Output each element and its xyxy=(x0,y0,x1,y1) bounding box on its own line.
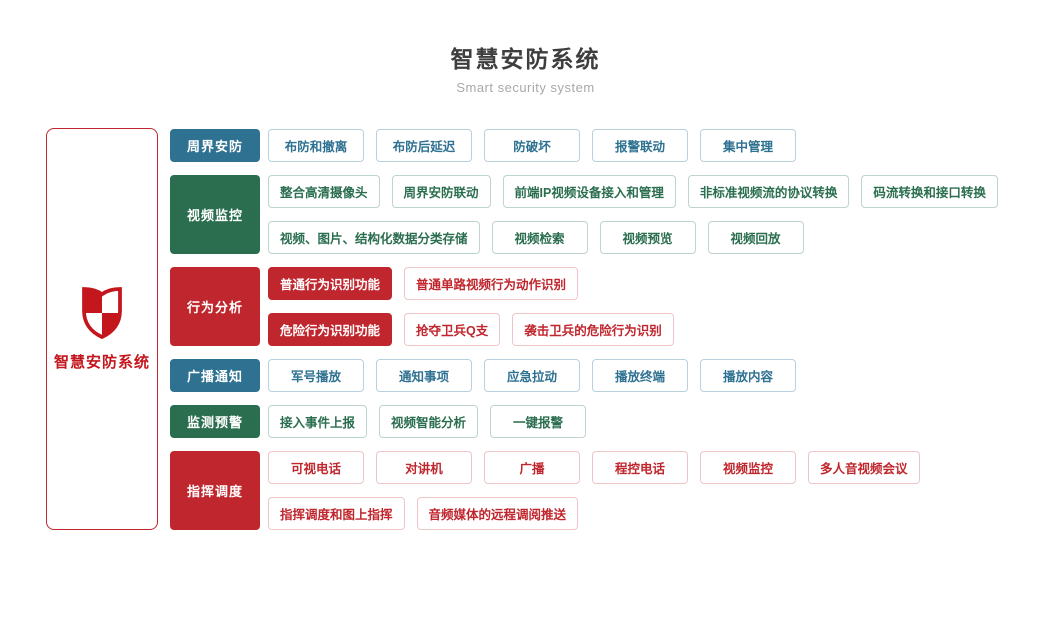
feature-node: 音频媒体的远程调阅推送 xyxy=(416,497,579,530)
feature-node: 视频监控 xyxy=(700,451,796,484)
page-header: 智慧安防系统 Smart security system xyxy=(0,46,1051,95)
system-root-card: 智慧安防系统 xyxy=(46,128,158,530)
feature-node: 视频、图片、结构化数据分类存储 xyxy=(268,221,480,254)
feature-node: 布防和撤离 xyxy=(268,129,364,162)
feature-node: 视频预览 xyxy=(599,221,696,254)
feature-node: 袭击卫兵的危险行为识别 xyxy=(512,313,674,346)
feature-node: 码流转换和接口转换 xyxy=(861,175,998,208)
feature-node: 接入事件上报 xyxy=(268,405,368,438)
feature-node: 视频回放 xyxy=(707,221,804,254)
feature-node: 抢夺卫兵Q支 xyxy=(404,313,501,346)
feature-node: 报警联动 xyxy=(592,129,688,162)
system-root-label: 智慧安防系统 xyxy=(53,354,150,371)
category-row-video-surveillance: 视频监控 整合高清摄像头 周界安防联动 前端IP视频设备接入和管理 非标准视频流… xyxy=(170,175,998,254)
feature-node: 集中管理 xyxy=(700,129,796,162)
feature-node: 非标准视频流的协议转换 xyxy=(687,175,850,208)
feature-node: 防破坏 xyxy=(484,129,580,162)
feature-node: 指挥调度和图上指挥 xyxy=(268,497,405,530)
category-label-monitor-warning: 监测预警 xyxy=(170,405,260,438)
feature-node-solid: 危险行为识别功能 xyxy=(268,313,393,346)
feature-node: 一键报警 xyxy=(490,405,587,438)
feature-node: 应急拉动 xyxy=(484,359,580,392)
feature-node: 多人音视频会议 xyxy=(808,451,920,484)
feature-node: 视频智能分析 xyxy=(379,405,479,438)
feature-node: 视频检索 xyxy=(491,221,588,254)
page-title: 智慧安防系统 xyxy=(450,46,601,72)
feature-node: 可视电话 xyxy=(268,451,364,484)
feature-node: 通知事项 xyxy=(376,359,472,392)
feature-node-solid: 普通行为识别功能 xyxy=(268,267,393,300)
category-row-perimeter-security: 周界安防 布防和撤离 布防后延迟 防破坏 报警联动 集中管理 xyxy=(170,129,998,162)
feature-node: 普通单路视频行为动作识别 xyxy=(404,267,579,300)
category-label-broadcast-notice: 广播通知 xyxy=(170,359,260,392)
feature-node: 播放内容 xyxy=(700,359,796,392)
feature-node: 广播 xyxy=(484,451,580,484)
category-label-perimeter-security: 周界安防 xyxy=(170,129,260,162)
category-rows: 周界安防 布防和撤离 布防后延迟 防破坏 报警联动 集中管理 视频监控 整合高清… xyxy=(170,129,998,530)
page-subtitle: Smart security system xyxy=(456,80,595,95)
feature-node: 整合高清摄像头 xyxy=(268,175,380,208)
feature-node: 播放终端 xyxy=(592,359,688,392)
category-row-monitor-warning: 监测预警 接入事件上报 视频智能分析 一键报警 xyxy=(170,405,998,438)
feature-node: 军号播放 xyxy=(268,359,364,392)
category-label-video-surveillance: 视频监控 xyxy=(170,175,260,254)
feature-node: 程控电话 xyxy=(592,451,688,484)
category-label-behavior-analysis: 行为分析 xyxy=(170,267,260,346)
category-label-command-dispatch: 指挥调度 xyxy=(170,451,260,530)
shield-checkered-icon xyxy=(82,287,122,340)
feature-node: 周界安防联动 xyxy=(391,175,491,208)
category-row-broadcast-notice: 广播通知 军号播放 通知事项 应急拉动 播放终端 播放内容 xyxy=(170,359,998,392)
category-row-behavior-analysis: 行为分析 普通行为识别功能 普通单路视频行为动作识别 危险行为识别功能 抢夺卫兵… xyxy=(170,267,998,346)
feature-node: 前端IP视频设备接入和管理 xyxy=(502,175,676,208)
feature-node: 对讲机 xyxy=(376,451,472,484)
feature-node: 布防后延迟 xyxy=(376,129,472,162)
category-row-command-dispatch: 指挥调度 可视电话 对讲机 广播 程控电话 视频监控 多人音视频会议 指挥调度和… xyxy=(170,451,998,530)
